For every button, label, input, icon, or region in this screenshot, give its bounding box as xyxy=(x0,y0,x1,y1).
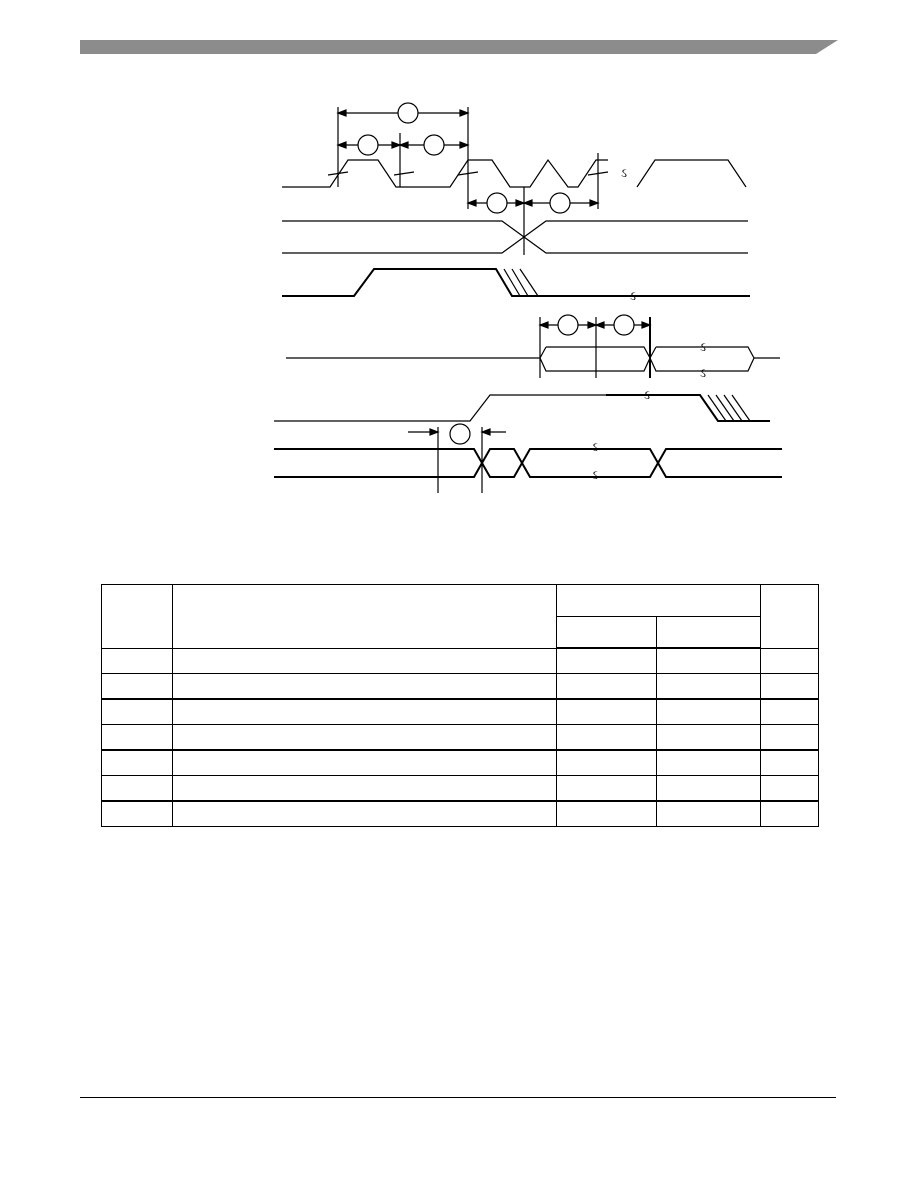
header-min xyxy=(556,616,657,649)
marker-2 xyxy=(336,134,402,156)
header-value-group xyxy=(556,584,761,617)
marker-1 xyxy=(336,102,470,124)
marker-4 xyxy=(466,192,526,214)
table-row xyxy=(101,724,819,751)
header-bar-shape xyxy=(80,40,838,54)
table-row xyxy=(101,749,819,776)
marker-7 xyxy=(594,314,652,336)
marker-3 xyxy=(398,134,470,156)
break-mark: ઽ xyxy=(630,289,636,303)
footer-rule xyxy=(80,1097,836,1098)
break-mark: ઽ xyxy=(644,388,650,402)
table-row xyxy=(101,698,819,725)
header-max xyxy=(656,616,761,649)
signal-data-out: ઽ ઽ xyxy=(286,317,780,380)
marker-5 xyxy=(522,192,600,214)
header-unit xyxy=(760,584,819,649)
timing-diagram: ઽ xyxy=(274,102,782,493)
signal-enable: ઽ xyxy=(274,388,770,422)
marker-6 xyxy=(538,314,598,336)
signal-data-in: ઽ ઽ xyxy=(274,427,782,493)
header-num xyxy=(101,584,173,649)
marker-8 xyxy=(408,423,506,445)
break-mark: ઽ xyxy=(621,166,627,180)
table-row xyxy=(101,775,819,802)
table-row xyxy=(101,673,819,700)
header-bar xyxy=(80,40,838,54)
break-mark: ઽ xyxy=(700,366,706,380)
break-mark: ઽ xyxy=(592,468,598,482)
signal-clock: ઽ xyxy=(282,107,747,255)
break-mark: ઽ xyxy=(592,440,598,454)
break-mark: ઽ xyxy=(700,340,706,354)
signal-bus-a xyxy=(282,220,748,254)
header-characteristic xyxy=(172,584,557,649)
table-row xyxy=(101,800,819,827)
spec-table xyxy=(101,584,819,827)
signal-strobe: ઽ xyxy=(282,268,750,303)
table-row xyxy=(101,647,819,674)
